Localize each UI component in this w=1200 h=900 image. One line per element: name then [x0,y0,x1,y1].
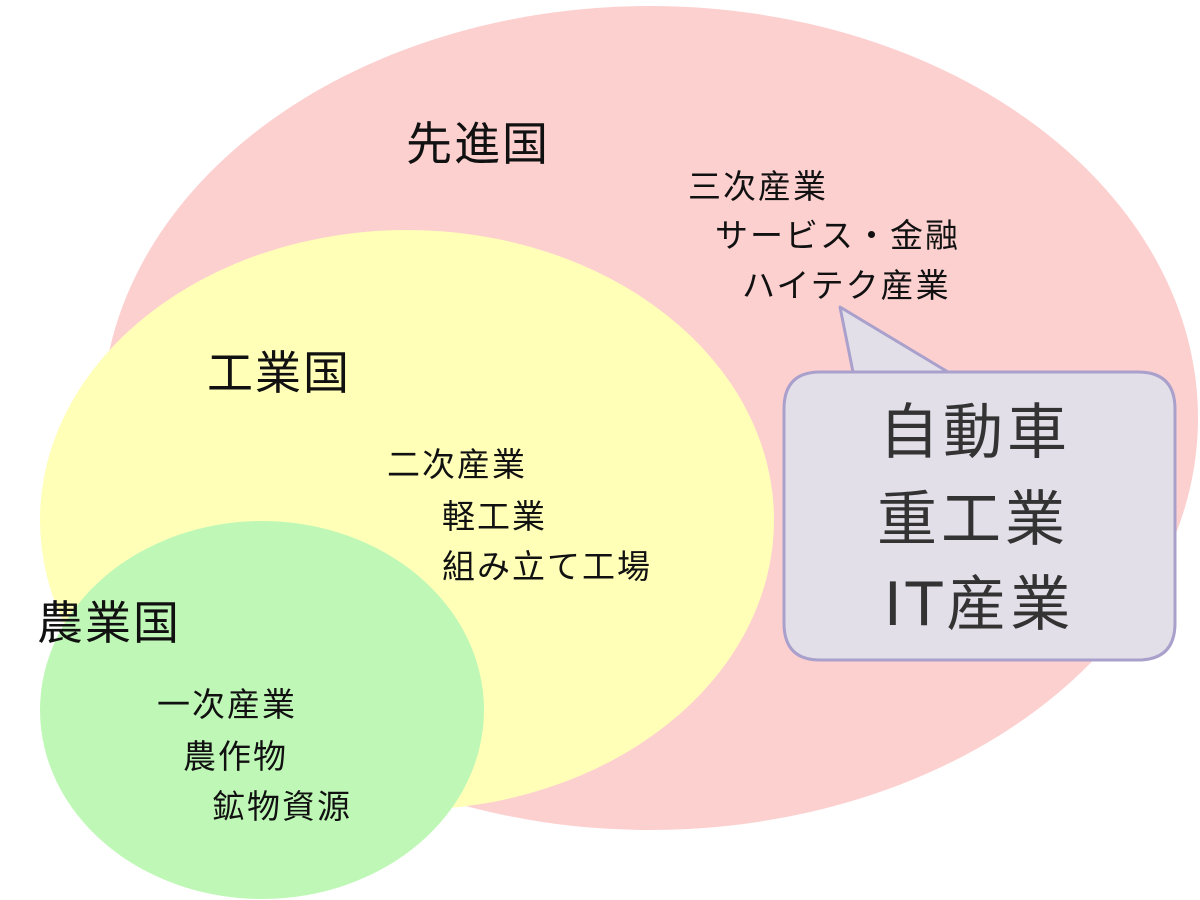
advanced-industry-heading: 三次産業 [688,167,828,206]
industrial-country-title: 工業国 [207,346,351,400]
advanced-industry-item: サービス・金融 [715,216,960,255]
callout-bubble-body [782,305,1177,662]
callout-line: IT産業 [884,570,1075,640]
agricultural-country-title: 農業国 [37,596,181,650]
industrial-industry-item: 軽工業 [442,497,547,536]
agricultural-industry-item: 鉱物資源 [212,787,352,826]
industrial-industry-item: 組み立て工場 [442,547,652,586]
callout-line: 自動車 [879,398,1071,468]
advanced-industry-item: ハイテク産業 [742,266,951,305]
callout-line: 重工業 [877,485,1069,555]
agricultural-industry-heading: 一次産業 [157,685,297,724]
agricultural-country-ellipse [40,521,484,899]
industrial-industry-heading: 二次産業 [387,445,527,484]
advanced-country-title: 先進国 [406,117,550,171]
agricultural-industry-item: 農作物 [183,737,288,776]
